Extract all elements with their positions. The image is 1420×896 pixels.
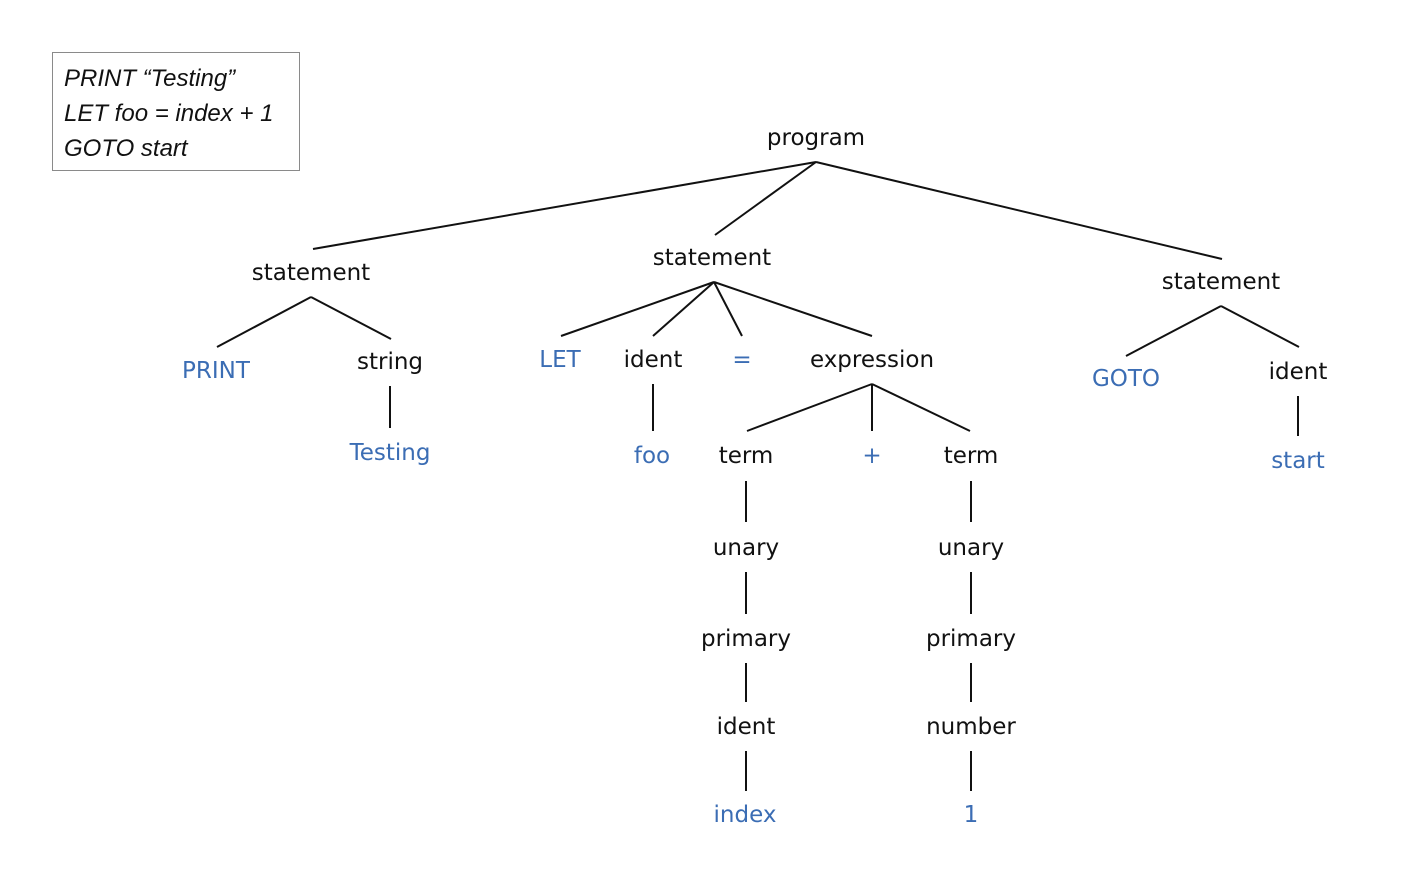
parse-tree-edges bbox=[216, 161, 1300, 791]
tree-edge-program-stmt_let bbox=[714, 161, 817, 236]
tree-node-ident-index: ident bbox=[717, 714, 776, 740]
code-line-print: PRINT “Testing” bbox=[64, 65, 236, 92]
tree-node-str-testing: Testing bbox=[349, 440, 431, 466]
tree-edge-stmt_let-kw_let bbox=[560, 281, 715, 337]
tree-node-foo: foo bbox=[634, 443, 670, 469]
tree-node-number: number bbox=[926, 714, 1016, 740]
tree-node-eq: = bbox=[732, 347, 751, 373]
tree-edge-program-stmt_goto bbox=[815, 161, 1223, 260]
tree-node-ident-let: ident bbox=[624, 347, 683, 373]
tree-node-kw-goto: GOTO bbox=[1092, 366, 1160, 392]
tree-node-primary-right: primary bbox=[926, 626, 1016, 652]
tree-node-expression: expression bbox=[810, 347, 934, 373]
tree-node-unary-right: unary bbox=[938, 535, 1004, 561]
tree-edge-stmt_goto-kw_goto bbox=[1125, 305, 1222, 357]
source-code-box: PRINT “Testing” LET foo = index + 1 GOTO… bbox=[52, 52, 300, 171]
tree-edge-stmt_goto-ident_goto bbox=[1220, 305, 1300, 348]
tree-node-string: string bbox=[357, 349, 423, 375]
tree-edge-stmt_let-eq bbox=[713, 281, 743, 337]
tree-edge-program-stmt_print bbox=[312, 161, 817, 250]
tree-node-plus: + bbox=[862, 443, 881, 469]
tree-edge-expression-term_left bbox=[746, 383, 873, 432]
tree-node-index: index bbox=[714, 802, 777, 828]
code-line-let: LET foo = index + 1 bbox=[64, 100, 274, 127]
tree-node-stmt-goto: statement bbox=[1162, 269, 1280, 295]
code-line-goto: GOTO start bbox=[64, 135, 188, 162]
tree-edge-expression-term_right bbox=[871, 383, 971, 432]
tree-edge-stmt_print-kw_print bbox=[216, 296, 312, 348]
tree-edge-stmt_let-expression bbox=[713, 281, 873, 337]
tree-edge-stmt_print-string bbox=[310, 296, 392, 340]
tree-node-kw-print: PRINT bbox=[182, 358, 251, 384]
tree-node-kw-let: LET bbox=[539, 347, 581, 373]
tree-node-unary-left: unary bbox=[713, 535, 779, 561]
tree-node-term-right: term bbox=[944, 443, 999, 469]
tree-node-program: program bbox=[767, 125, 865, 151]
tree-node-stmt-print: statement bbox=[252, 260, 370, 286]
tree-edge-stmt_let-ident_let bbox=[652, 281, 715, 337]
tree-node-one: 1 bbox=[964, 802, 979, 828]
tree-node-ident-goto: ident bbox=[1269, 359, 1328, 385]
tree-node-stmt-let: statement bbox=[653, 245, 771, 271]
tree-node-primary-left: primary bbox=[701, 626, 791, 652]
tree-node-start: start bbox=[1271, 448, 1325, 474]
tree-node-term-left: term bbox=[719, 443, 774, 469]
